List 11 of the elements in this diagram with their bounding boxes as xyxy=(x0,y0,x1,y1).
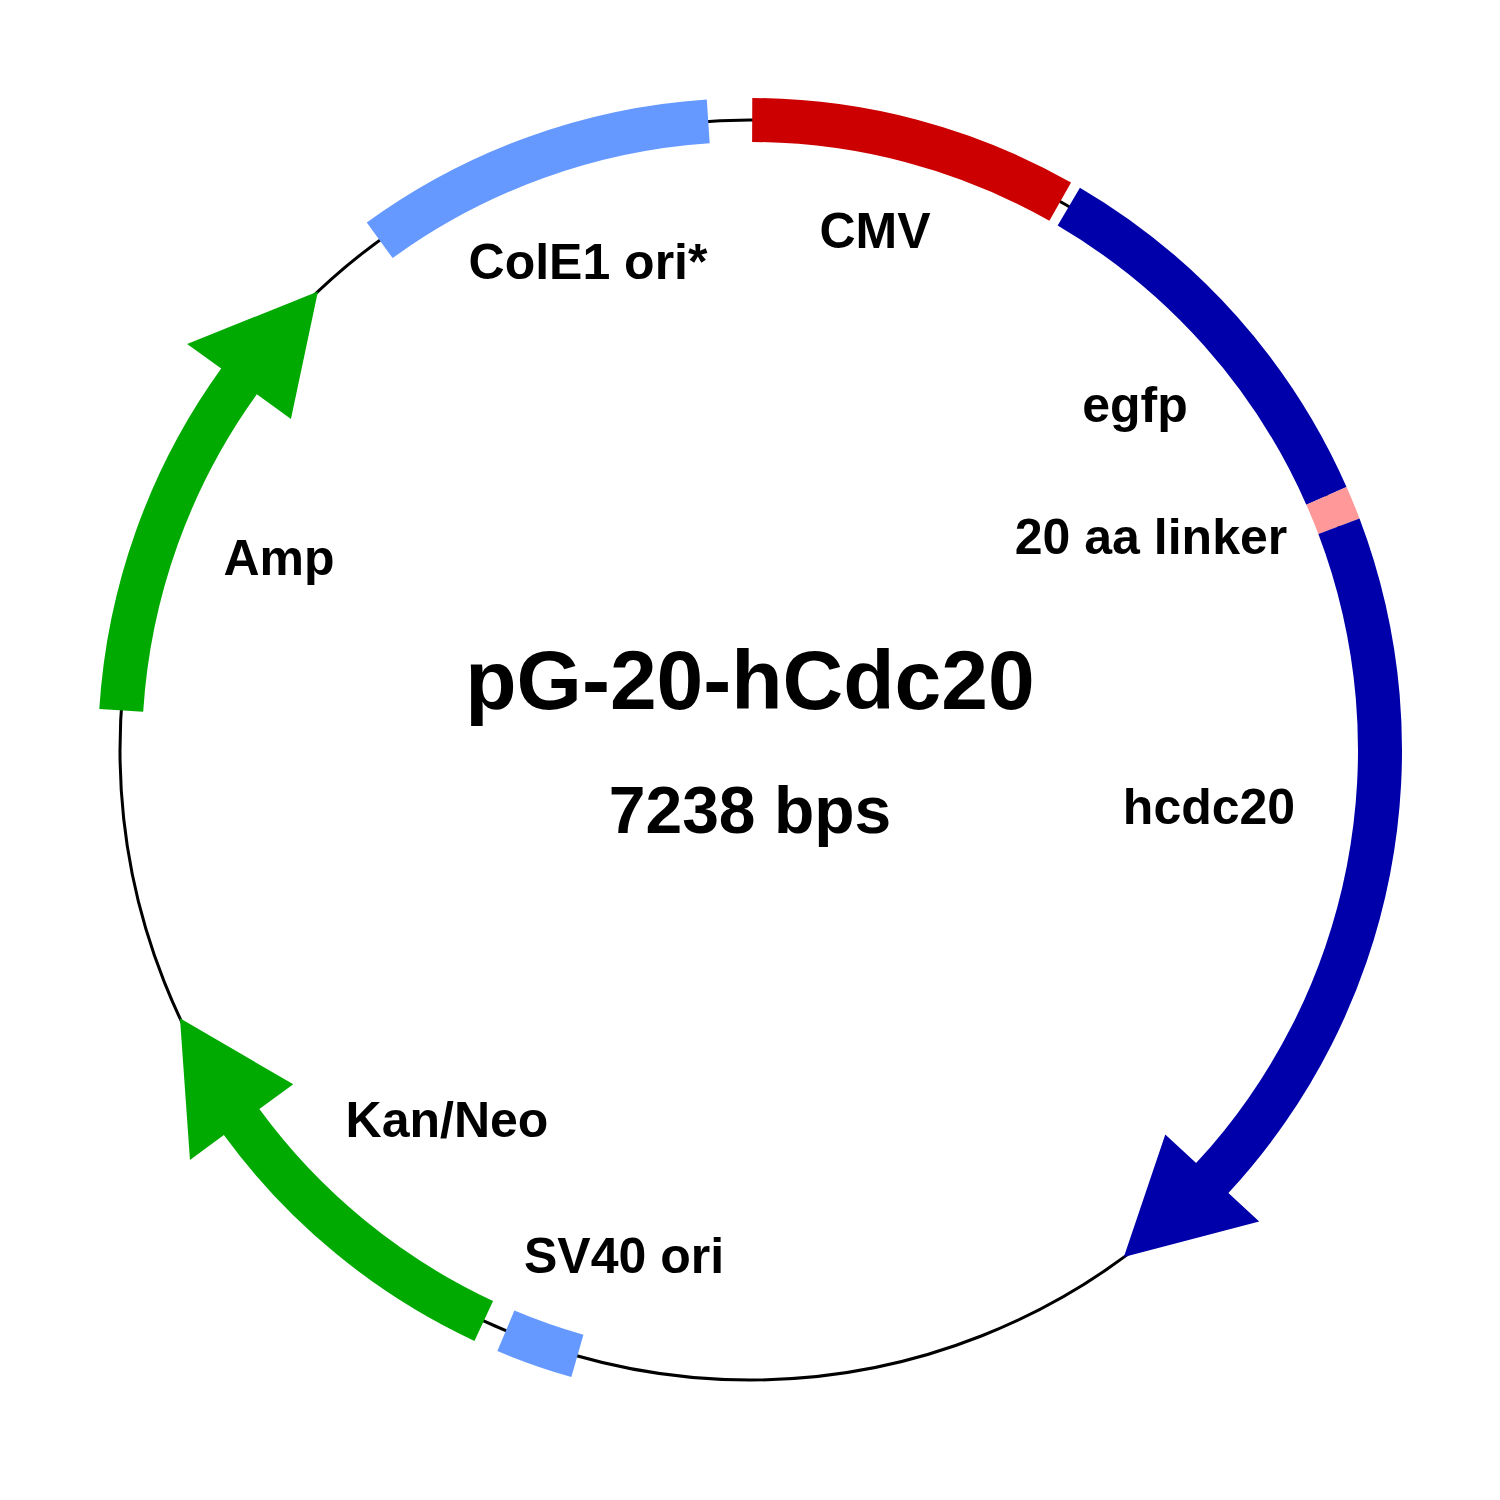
feature-arc xyxy=(1057,187,1347,505)
feature-arc xyxy=(1306,486,1360,535)
feature-label: CMV xyxy=(819,206,931,256)
feature-label: egfp xyxy=(1082,380,1188,430)
feature-label: hcdc20 xyxy=(1122,782,1296,832)
feature-label: Kan/Neo xyxy=(345,1095,549,1145)
feature-label: ColE1 ori* xyxy=(468,237,708,287)
feature-label: SV40 ori xyxy=(523,1231,725,1281)
feature-label: 20 aa linker xyxy=(1014,512,1288,562)
feature-arc xyxy=(497,1310,584,1378)
feature-label: Amp xyxy=(223,533,335,583)
